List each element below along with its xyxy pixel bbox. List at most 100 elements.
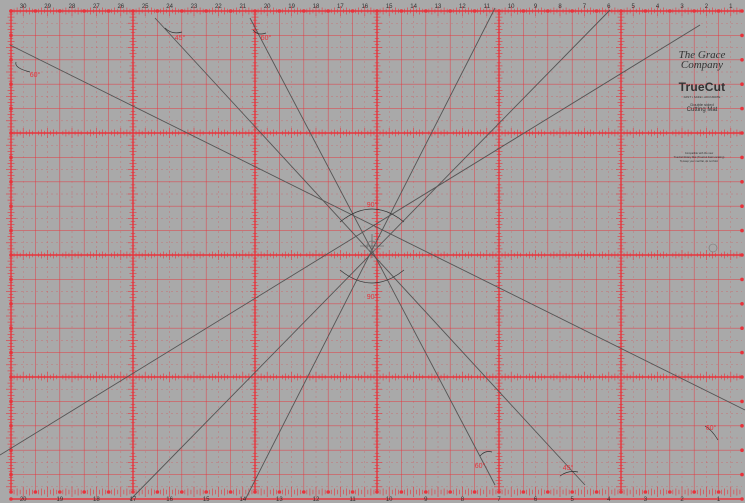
grid-dot xyxy=(302,490,306,494)
top-ruler-number: 17 xyxy=(337,4,344,10)
grid-dot xyxy=(228,490,233,494)
grid-dot xyxy=(740,180,744,184)
top-ruler-number: 24 xyxy=(166,4,173,10)
grid-dot xyxy=(326,490,331,494)
grid-dot xyxy=(448,490,453,494)
grid-dot xyxy=(277,490,282,494)
grid-dot xyxy=(472,9,477,13)
bottom-ruler-number: 3 xyxy=(644,497,648,503)
top-ruler-number: 1 xyxy=(729,4,733,10)
grid-dot xyxy=(9,424,13,428)
grid-dot xyxy=(619,9,623,13)
bottom-ruler-number: 10 xyxy=(386,497,393,503)
grid-dot xyxy=(9,180,13,184)
grid-dot xyxy=(9,155,13,160)
bottom-ruler-number: 16 xyxy=(166,497,173,503)
bottom-ruler-number: 8 xyxy=(461,497,465,503)
top-ruler-number: 28 xyxy=(69,4,76,10)
grid-dot xyxy=(740,497,744,501)
angle-labels: 45°60°60°90°90°60°45°60° xyxy=(30,34,717,472)
grid-dot xyxy=(350,490,355,494)
grid-dot xyxy=(668,9,672,13)
grid-dot xyxy=(9,497,13,501)
grid-dot xyxy=(497,490,501,494)
brand-type: Cutting Mat xyxy=(686,107,718,113)
angle-arcs xyxy=(15,27,719,477)
grid-dot xyxy=(740,155,744,160)
brand-logo: The Grace Company TrueCut FAST • SAFE • … xyxy=(668,50,736,114)
grid-dot xyxy=(570,490,574,494)
bottom-ruler-number: 20 xyxy=(20,497,27,503)
angle-line xyxy=(129,9,611,501)
grid-dot xyxy=(9,253,13,257)
top-ruler-number: 11 xyxy=(484,4,491,10)
grid-dot xyxy=(740,350,744,355)
top-ruler-number: 12 xyxy=(459,4,466,10)
grid-dot xyxy=(375,9,379,13)
angle-arc xyxy=(164,27,183,34)
angle-label: 90° xyxy=(367,201,378,209)
grid-dot xyxy=(497,9,501,13)
angle-label: 60° xyxy=(30,71,41,79)
top-ruler-number: 25 xyxy=(142,4,149,10)
grid-dot xyxy=(740,131,744,135)
top-ruler-number: 13 xyxy=(435,4,442,10)
bottom-ruler-number: 19 xyxy=(56,497,63,503)
grid-dot xyxy=(740,228,744,233)
grid-dot xyxy=(9,106,13,111)
top-ruler-number: 30 xyxy=(20,4,27,10)
top-ruler-number: 4 xyxy=(656,4,660,10)
angle-arc xyxy=(479,451,493,457)
grid-dot xyxy=(9,490,13,494)
grid-dot xyxy=(740,472,744,477)
angle-line xyxy=(249,17,496,486)
angle-arc xyxy=(559,471,579,477)
grid-dot xyxy=(9,472,13,477)
grid-dot xyxy=(472,490,477,494)
grid-dot xyxy=(106,490,111,494)
grid-dot xyxy=(424,490,428,494)
top-ruler-number: 6 xyxy=(607,4,611,10)
grid-dot xyxy=(740,302,744,306)
brand-product: TrueCut xyxy=(678,80,726,94)
bottom-ruler-number: 1 xyxy=(717,497,721,503)
grid-dot xyxy=(9,350,13,355)
grid-dot xyxy=(33,490,38,494)
top-ruler-number: 21 xyxy=(239,4,246,10)
grid-dot xyxy=(740,399,744,404)
grid-dot xyxy=(180,490,184,494)
grid-dot xyxy=(740,82,744,86)
grid-dot xyxy=(399,490,404,494)
bottom-ruler-number: 13 xyxy=(276,497,283,503)
grid-dot xyxy=(740,58,744,62)
grid-dot xyxy=(82,9,86,13)
grid-dot xyxy=(521,9,526,13)
angle-arc xyxy=(15,61,31,73)
grid-dot xyxy=(9,326,13,331)
bottom-ruler-number: 18 xyxy=(93,497,100,503)
top-ruler-number: 27 xyxy=(93,4,100,10)
grid-dot xyxy=(277,9,282,13)
grid-dot xyxy=(740,33,744,38)
angle-line xyxy=(154,17,586,486)
top-ruler-number: 10 xyxy=(508,4,515,10)
top-ruler-number: 14 xyxy=(410,4,417,10)
top-ruler-number: 7 xyxy=(583,4,587,10)
angle-label: 60° xyxy=(706,424,717,432)
bottom-ruler-number: 11 xyxy=(349,497,356,503)
top-ruler-number: 16 xyxy=(361,4,368,10)
grid-dot xyxy=(375,490,379,494)
angle-line xyxy=(0,24,701,456)
top-ruler-number: 18 xyxy=(313,4,320,10)
top-ruler-number: 20 xyxy=(264,4,271,10)
grid-dot xyxy=(546,490,550,494)
grid-dot xyxy=(204,490,208,494)
grid-dot xyxy=(619,490,623,494)
angle-label: 90° xyxy=(367,293,378,301)
grid-dot xyxy=(740,204,744,208)
brand-sided: Double sided xyxy=(690,102,714,107)
grid-dot xyxy=(521,490,526,494)
